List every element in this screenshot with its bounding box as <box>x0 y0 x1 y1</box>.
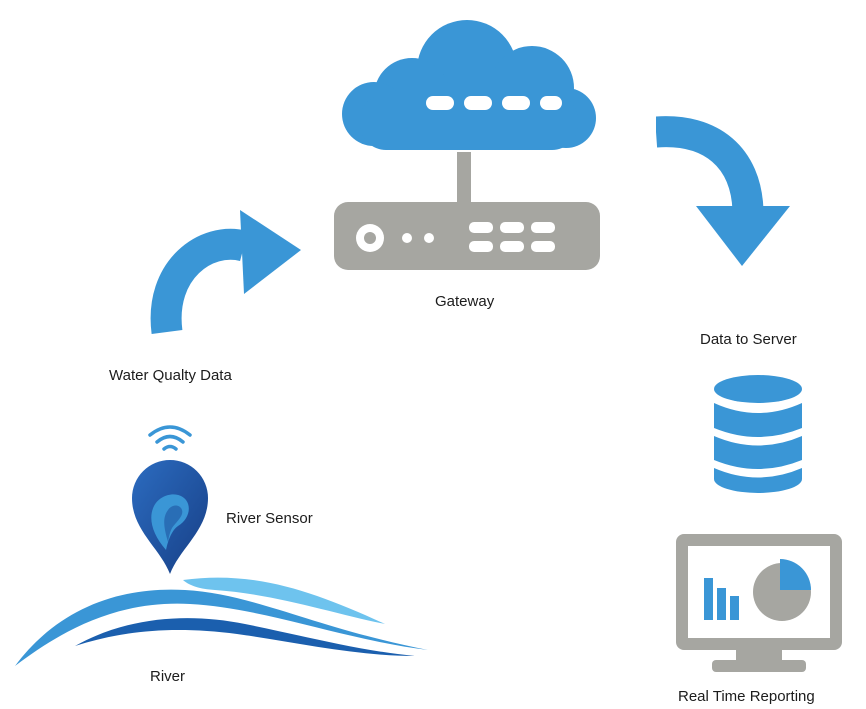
monitor-chart-icon <box>676 534 842 672</box>
cloud-icon <box>342 20 596 150</box>
river-sensor-label: River Sensor <box>226 510 313 527</box>
wifi-icon <box>148 425 192 451</box>
river-waves-icon <box>15 577 428 666</box>
database-icon <box>714 375 802 493</box>
data-to-server-label: Data to Server <box>700 331 797 348</box>
curved-arrow-up-right-icon <box>150 210 301 334</box>
gateway-label: Gateway <box>435 293 495 310</box>
curved-arrow-down-right-icon <box>656 116 790 266</box>
water-quality-data-label: Water Qualty Data <box>109 367 232 384</box>
river-label: River <box>150 668 186 685</box>
real-time-reporting-label: Real Time Reporting <box>678 688 815 705</box>
location-pin-icon <box>132 460 208 574</box>
router-icon <box>334 152 600 270</box>
